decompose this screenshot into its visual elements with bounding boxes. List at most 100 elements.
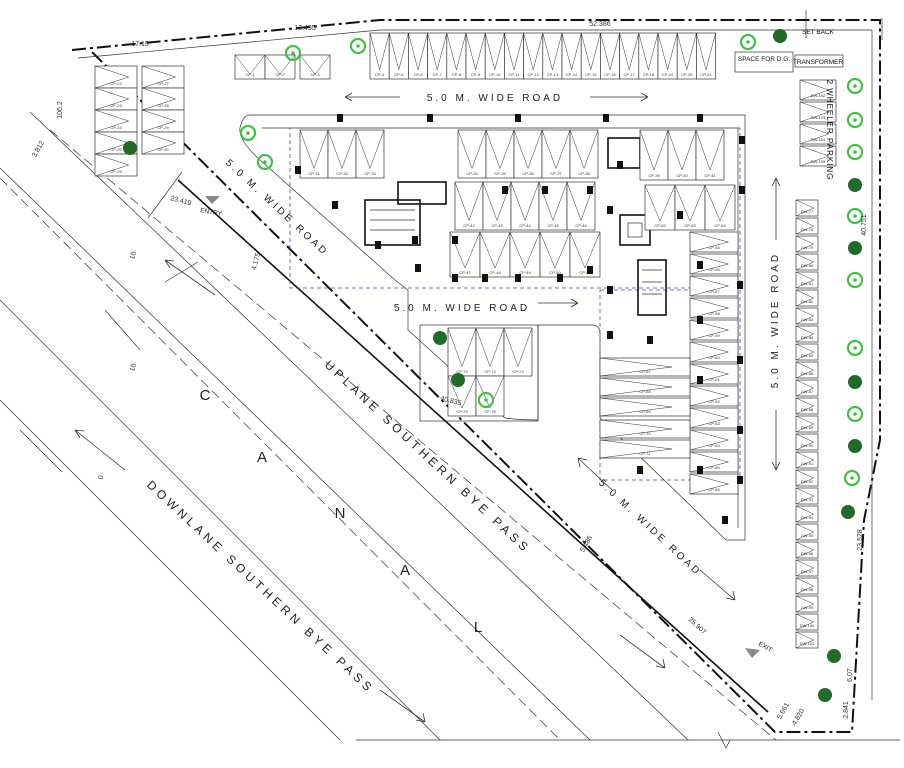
dim-right-23: 23.528	[857, 529, 864, 551]
column	[697, 114, 703, 122]
parking-stall: CP-10	[484, 32, 505, 80]
tree-icon	[846, 207, 864, 225]
svg-text:CP-69: CP-69	[639, 409, 651, 414]
parking-stall: DW-94	[795, 505, 819, 523]
canal-text: C A N A L UPLANE SOUTHERN BYE PASS DOWNL…	[74, 259, 666, 723]
column	[607, 331, 613, 339]
parking-stall: CP-12	[523, 32, 544, 80]
parking-stall: CP-31	[299, 129, 329, 179]
parking-stall: CP-27	[141, 65, 185, 89]
svg-text:CP-15: CP-15	[585, 72, 597, 77]
parking-stall: DW-102	[799, 79, 837, 101]
column	[677, 211, 683, 219]
parking-stall: CP-28	[141, 87, 185, 111]
parking-stall: DW-83	[795, 307, 819, 325]
dim-diag-25: 25.907	[687, 616, 708, 636]
column	[697, 316, 703, 324]
column	[482, 274, 488, 282]
svg-text:CP-4: CP-4	[375, 72, 385, 77]
svg-text:CP-36: CP-36	[522, 171, 534, 176]
svg-text:CP-74: CP-74	[512, 369, 524, 374]
column	[697, 376, 703, 384]
tree-icon	[773, 29, 787, 43]
svg-text:CP-52: CP-52	[654, 223, 666, 228]
svg-text:CP-39: CP-39	[648, 173, 660, 178]
stair-core-left	[364, 181, 447, 246]
tree-icon	[841, 505, 855, 519]
svg-text:DW-97: DW-97	[801, 569, 814, 574]
svg-text:CP-35: CP-35	[494, 171, 506, 176]
svg-text:DW-80: DW-80	[801, 263, 814, 268]
parking-stall: CP-49	[509, 231, 541, 278]
parking-stall: CP-55	[689, 231, 739, 253]
svg-text:DW-78: DW-78	[801, 227, 814, 232]
column	[737, 476, 743, 484]
parking-stall: DW-77	[795, 199, 819, 217]
parking-stall: DW-81	[795, 271, 819, 289]
canal-letter-c: C	[200, 387, 211, 404]
column	[607, 286, 613, 294]
dim-left-3: 3.812	[31, 140, 46, 159]
column	[542, 186, 548, 194]
svg-text:CP-13: CP-13	[547, 72, 559, 77]
column	[737, 426, 743, 434]
svg-text:CP-29: CP-29	[157, 125, 169, 130]
tree-icon	[846, 405, 864, 423]
road-top: 5.0 M. WIDE ROAD	[344, 92, 649, 104]
svg-text:CP-58: CP-58	[708, 311, 720, 316]
parking-stall: CP-57	[689, 275, 739, 297]
parking-stall: CP-17	[619, 32, 640, 80]
two-wheeler-label: 2 WHEELER PARKING	[825, 80, 834, 181]
parking-stall: CP-11	[504, 32, 524, 80]
column	[557, 274, 563, 282]
svg-text:CP-34: CP-34	[466, 171, 478, 176]
svg-text:CP-25: CP-25	[110, 147, 122, 152]
parking-stall: CP-19	[657, 32, 678, 80]
parking-stall: CP-9	[465, 32, 486, 80]
svg-text:CP-62: CP-62	[708, 399, 720, 404]
tree-icon	[848, 178, 862, 192]
parking-stall: DW-86	[795, 361, 819, 379]
svg-text:DW-98: DW-98	[801, 587, 814, 592]
svg-text:CP-16: CP-16	[604, 72, 616, 77]
site-boundary	[71, 10, 900, 749]
svg-text:CP-12: CP-12	[528, 72, 540, 77]
svg-text:CP-5: CP-5	[394, 72, 404, 77]
road-right-vertical: 5.0 M. WIDE ROAD	[770, 177, 781, 471]
parking-stall: DW-93	[795, 487, 819, 505]
road-middle-label: 5.0 M. WIDE ROAD	[394, 303, 530, 314]
parking-stall: CP-66	[689, 473, 739, 495]
parking-stall: DW-92	[795, 469, 819, 487]
parking-stall: CP-14	[561, 32, 582, 80]
svg-text:CP-31: CP-31	[308, 171, 320, 176]
parking-stall: CP-60	[689, 341, 739, 363]
parking-stall: DW-87	[795, 379, 819, 397]
parking-stall: DW-100	[795, 613, 819, 631]
dim-top-17: 17.15	[131, 41, 149, 48]
svg-text:CP-71: CP-71	[639, 451, 651, 456]
svg-text:CP-21: CP-21	[700, 72, 712, 77]
parking-stall: CP-63	[689, 407, 739, 429]
tree-icon	[848, 241, 862, 255]
svg-text:CP-19: CP-19	[662, 72, 674, 77]
svg-text:CP-23: CP-23	[110, 103, 122, 108]
tree-icon	[284, 44, 302, 62]
tree-icon	[123, 141, 137, 155]
parking-stall: CP-34	[457, 129, 487, 179]
tree-icon	[477, 391, 495, 409]
parking-stall: CP-35	[485, 129, 515, 179]
parking-stall: DW-79	[795, 235, 819, 253]
svg-text:CP-59: CP-59	[708, 333, 720, 338]
parking-stall: CP-23	[94, 87, 138, 111]
svg-text:CP-60: CP-60	[708, 355, 720, 360]
entry-marker: ENTRY	[200, 196, 223, 218]
svg-text:CP-66: CP-66	[708, 487, 720, 492]
svg-text:CP-63: CP-63	[708, 421, 720, 426]
parking-stall: CP-64	[689, 429, 739, 451]
canal-letter-n: N	[335, 505, 346, 522]
dim-right-2: 2.841	[843, 701, 850, 719]
svg-text:CP-45: CP-45	[547, 223, 559, 228]
parking-stall: DW-80	[795, 253, 819, 271]
svg-text:CP-51: CP-51	[579, 270, 591, 275]
svg-text:DW-94: DW-94	[801, 515, 814, 520]
